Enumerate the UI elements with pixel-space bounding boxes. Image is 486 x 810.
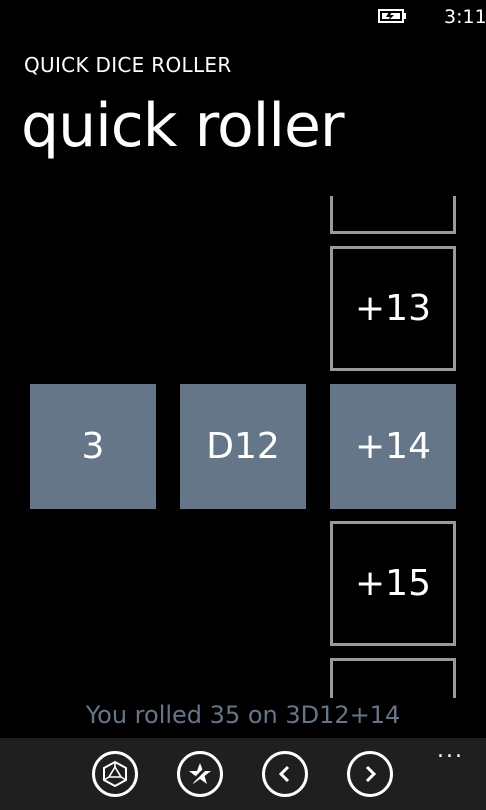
next-button[interactable] <box>347 751 393 797</box>
dice-count-label: 3 <box>81 426 105 467</box>
modifier-tile-partial-top[interactable] <box>330 196 456 234</box>
previous-button[interactable] <box>262 751 308 797</box>
status-bar: 3:11 <box>0 0 486 32</box>
roll-result-text: You rolled 35 on 3D12+14 <box>85 701 401 729</box>
page-title: quick roller <box>21 91 345 161</box>
application-bar: ... <box>0 738 486 810</box>
d20-roll-icon <box>103 760 127 788</box>
modifier-tile-plus-15[interactable]: +15 <box>330 521 456 646</box>
modifier-label: +14 <box>355 426 431 467</box>
dice-type-label: D12 <box>206 426 280 467</box>
favorite-button[interactable] <box>177 751 223 797</box>
chevron-right-icon <box>365 765 377 783</box>
battery-charging-icon <box>378 9 406 23</box>
more-options-button[interactable]: ... <box>437 738 464 763</box>
dice-type-tile[interactable]: D12 <box>180 384 306 509</box>
app-title: QUICK DICE ROLLER <box>24 53 232 77</box>
modifier-tile-plus-14[interactable]: +14 <box>330 384 456 509</box>
dice-count-tile[interactable]: 3 <box>30 384 156 509</box>
modifier-label: +15 <box>355 563 431 604</box>
modifier-tile-partial-bottom[interactable] <box>330 658 456 698</box>
chevron-left-icon <box>278 765 290 783</box>
modifier-label: +13 <box>355 288 431 329</box>
modifier-tile-plus-13[interactable]: +13 <box>330 246 456 371</box>
clock: 3:11 <box>444 6 486 28</box>
roll-button[interactable] <box>92 751 138 797</box>
star-icon <box>187 761 213 787</box>
